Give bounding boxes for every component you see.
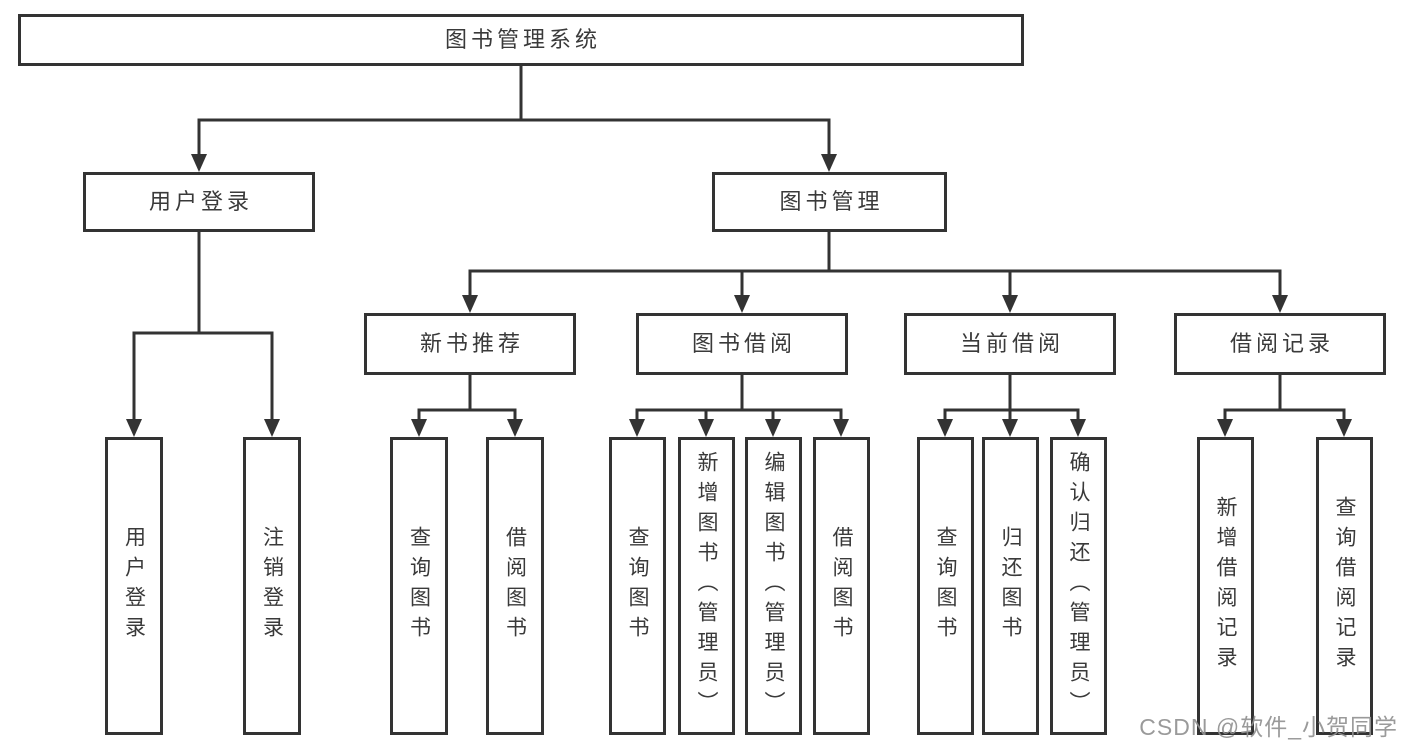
node-library-system: 图书管理系统 bbox=[18, 14, 1024, 66]
leaf-logout: 注销登录 bbox=[243, 437, 301, 735]
arrowhead-icon bbox=[1272, 295, 1288, 313]
leaf-return-books: 归还图书 bbox=[982, 437, 1039, 735]
node-label: 确认归还（管理员） bbox=[1067, 451, 1090, 721]
connector-user-login-to-leaves bbox=[126, 232, 280, 437]
leaf-query-books: 查询图书 bbox=[917, 437, 974, 735]
arrowhead-icon bbox=[833, 419, 849, 437]
watermark: CSDN @软件_小贺同学 bbox=[1139, 714, 1398, 740]
node-label: 注销登录 bbox=[260, 526, 284, 646]
node-borrow-records: 借阅记录 bbox=[1174, 313, 1386, 375]
node-label: 图书管理系统 bbox=[444, 27, 601, 52]
node-book-management: 图书管理 bbox=[712, 172, 947, 232]
arrowhead-icon bbox=[264, 419, 280, 437]
node-new-book-recommend: 新书推荐 bbox=[364, 313, 576, 375]
node-current-borrow: 当前借阅 bbox=[904, 313, 1116, 375]
arrowhead-icon bbox=[1070, 419, 1086, 437]
node-label: 编辑图书（管理员） bbox=[762, 451, 785, 721]
leaf-borrow-books: 借阅图书 bbox=[486, 437, 544, 735]
node-label: 当前借阅 bbox=[959, 331, 1064, 356]
node-label: 用户登录 bbox=[148, 189, 253, 214]
node-label: 新增图书（管理员） bbox=[695, 451, 718, 721]
leaf-add-borrow-record: 新增借阅记录 bbox=[1197, 437, 1254, 735]
connector-book-borrow-to-leaves bbox=[629, 375, 849, 437]
node-label: 借阅图书 bbox=[503, 526, 527, 646]
leaf-edit-books-admin: 编辑图书（管理员） bbox=[745, 437, 802, 735]
leaf-add-books-admin: 新增图书（管理员） bbox=[678, 437, 735, 735]
arrowhead-icon bbox=[1336, 419, 1352, 437]
node-label: 用户登录 bbox=[122, 526, 146, 646]
leaf-query-borrow-record: 查询借阅记录 bbox=[1316, 437, 1373, 735]
connector-borrow-records-to-leaves bbox=[1217, 375, 1352, 437]
connector-root-to-level2 bbox=[191, 66, 837, 172]
node-label: 借阅记录 bbox=[1229, 331, 1334, 356]
arrowhead-icon bbox=[191, 154, 207, 172]
node-label: 借阅图书 bbox=[830, 526, 853, 646]
node-label: 归还图书 bbox=[999, 526, 1022, 646]
arrowhead-icon bbox=[821, 154, 837, 172]
arrowhead-icon bbox=[629, 419, 645, 437]
leaf-query-books: 查询图书 bbox=[609, 437, 666, 735]
node-label: 图书借阅 bbox=[691, 331, 796, 356]
leaf-confirm-return-admin: 确认归还（管理员） bbox=[1050, 437, 1107, 735]
node-label: 查询图书 bbox=[934, 526, 957, 646]
node-label: 图书管理 bbox=[779, 189, 884, 214]
leaf-user-login: 用户登录 bbox=[105, 437, 163, 735]
arrowhead-icon bbox=[765, 419, 781, 437]
connector-current-borrow-to-leaves bbox=[937, 375, 1086, 437]
node-label: 新增借阅记录 bbox=[1214, 496, 1237, 676]
node-book-borrow: 图书借阅 bbox=[636, 313, 848, 375]
node-user-login: 用户登录 bbox=[83, 172, 315, 232]
arrowhead-icon bbox=[698, 419, 714, 437]
arrowhead-icon bbox=[937, 419, 953, 437]
node-label: 新书推荐 bbox=[419, 331, 524, 356]
arrowhead-icon bbox=[1002, 295, 1018, 313]
node-label: 查询图书 bbox=[626, 526, 649, 646]
leaf-borrow-books: 借阅图书 bbox=[813, 437, 870, 735]
arrowhead-icon bbox=[126, 419, 142, 437]
node-label: 查询图书 bbox=[407, 526, 431, 646]
arrowhead-icon bbox=[1002, 419, 1018, 437]
arrowhead-icon bbox=[1217, 419, 1233, 437]
node-label: 查询借阅记录 bbox=[1333, 496, 1356, 676]
arrowhead-icon bbox=[411, 419, 427, 437]
arrowhead-icon bbox=[507, 419, 523, 437]
connector-book-management-to-level3 bbox=[462, 232, 1288, 313]
arrowhead-icon bbox=[462, 295, 478, 313]
leaf-query-books: 查询图书 bbox=[390, 437, 448, 735]
arrowhead-icon bbox=[734, 295, 750, 313]
connector-new-book-to-leaves bbox=[411, 375, 523, 437]
